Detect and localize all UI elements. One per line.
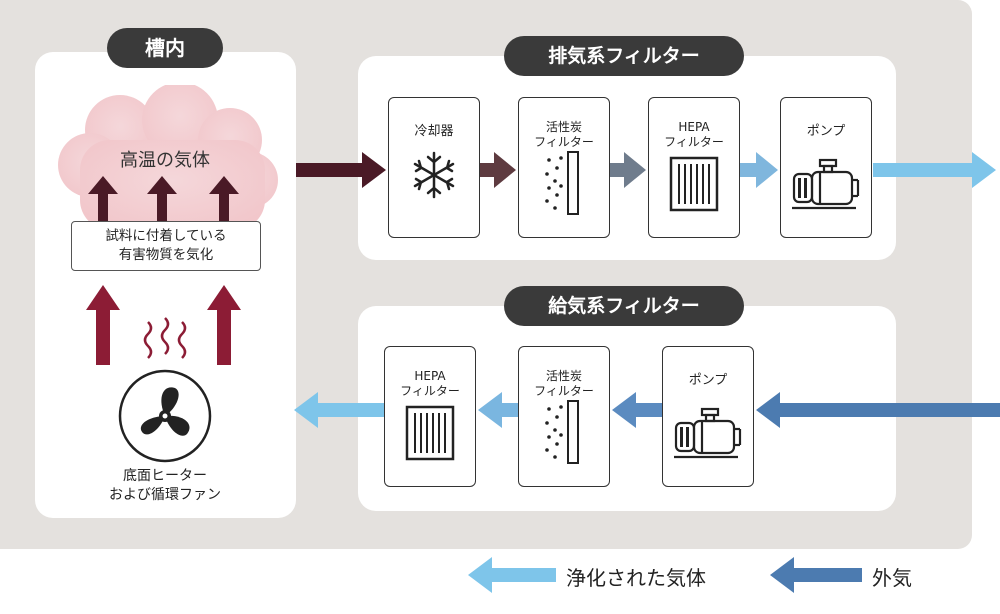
arrow-chamber-to-cooler xyxy=(296,152,386,188)
supply-pump-box: ポンプ xyxy=(662,346,754,487)
supply-carbon-label: 活性炭 フィルター xyxy=(534,369,594,398)
vaporize-label: 試料に付着している 有害物質を気化 xyxy=(105,228,227,263)
supply-hepa-box: HEPA フィルター xyxy=(384,346,476,487)
snowflake-icon xyxy=(413,151,455,199)
pump-icon xyxy=(792,158,860,210)
circulation-fan-icon xyxy=(118,369,212,463)
legend-outside-label: 外気 xyxy=(872,566,912,590)
activated-carbon-icon xyxy=(545,151,579,215)
arrow-hepa-to-chamber xyxy=(294,392,384,428)
arrow-carbon-to-hepa-supply xyxy=(478,392,518,428)
exhaust-pump-label: ポンプ xyxy=(806,124,846,139)
pump-icon xyxy=(674,407,742,459)
legend-outside-arrow xyxy=(770,557,862,593)
activated-carbon-icon xyxy=(545,400,579,464)
supply-pump-label: ポンプ xyxy=(688,373,728,388)
exhaust-carbon-label: 活性炭 フィルター xyxy=(534,120,594,149)
arrow-hepa-to-pump xyxy=(740,152,778,188)
chamber-title: 槽内 xyxy=(107,28,223,68)
supply-carbon-box: 活性炭 フィルター xyxy=(518,346,610,487)
arrow-cooler-to-carbon xyxy=(480,152,516,188)
exhaust-cooler-box: 冷却器 xyxy=(388,97,480,238)
hepa-filter-icon xyxy=(405,405,455,461)
exhaust-hepa-box: HEPA フィルター xyxy=(648,97,740,238)
legend-purified-label: 浄化された気体 xyxy=(566,566,706,590)
arrow-outside-to-pump xyxy=(756,392,1000,428)
supply-title: 給気系フィルター xyxy=(504,286,744,326)
exhaust-title: 排気系フィルター xyxy=(504,36,744,76)
arrow-pump-to-carbon xyxy=(612,392,662,428)
heater-label: 底面ヒーター および循環ファン xyxy=(109,468,221,503)
arrow-carbon-to-hepa xyxy=(610,152,646,188)
hepa-filter-icon xyxy=(669,156,719,212)
supply-hepa-label: HEPA フィルター xyxy=(400,369,460,398)
vaporize-label-box xyxy=(71,221,261,271)
legend-purified-arrow xyxy=(468,557,556,593)
arrow-pump-to-out xyxy=(873,152,996,188)
hot-gas-cloud xyxy=(58,85,278,230)
cloud-label: 高温の気体 xyxy=(120,150,210,171)
exhaust-cooler-label: 冷却器 xyxy=(414,124,454,139)
exhaust-pump-box: ポンプ xyxy=(780,97,872,238)
exhaust-hepa-label: HEPA フィルター xyxy=(664,120,724,149)
exhaust-carbon-box: 活性炭 フィルター xyxy=(518,97,610,238)
